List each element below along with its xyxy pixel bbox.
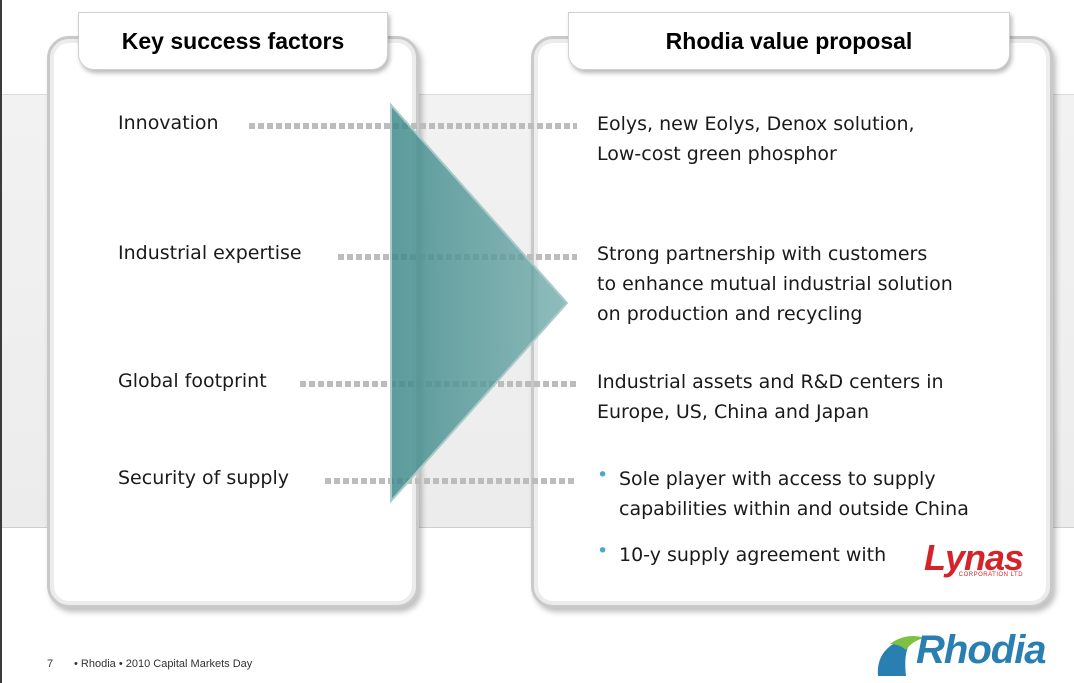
bullet-icon: • (597, 540, 609, 562)
value-line: Strong partnership with customers (597, 243, 928, 265)
bullet-icon: • (597, 464, 609, 486)
factor-industrial-expertise: Industrial expertise (118, 242, 302, 264)
page-number: 7 (47, 658, 54, 670)
lynas-logo-subtitle: CORPORATION LTD (958, 572, 1024, 578)
value-innovation: Eolys, new Eolys, Denox solution, Low-co… (597, 109, 915, 169)
value-line: on production and recycling (597, 303, 863, 325)
value-proposal-panel (531, 36, 1053, 608)
value-line: to enhance mutual industrial solution (597, 273, 953, 295)
value-line: Industrial assets and R&D centers in (597, 371, 944, 393)
value-global-footprint: Industrial assets and R&D centers in Eur… (597, 367, 944, 427)
key-success-factors-panel (47, 36, 419, 608)
value-line: Eolys, new Eolys, Denox solution, (597, 113, 915, 135)
lynas-logo: Lynas CORPORATION LTD (924, 537, 1024, 579)
rhodia-logo: Rhodia (870, 628, 1050, 678)
rhodia-logo-mark-icon (877, 636, 924, 676)
value-proposal-header: Rhodia value proposal (568, 12, 1010, 70)
value-line: Europe, US, China and Japan (597, 401, 870, 423)
value-industrial-expertise: Strong partnership with customers to enh… (597, 239, 953, 329)
rhodia-logo-word: Rhodia (916, 628, 1047, 672)
lynas-logo-word: Lynas (924, 537, 1024, 578)
value-security-bullet-2: 10-y supply agreement with (619, 544, 887, 566)
slide-left-edge (0, 0, 2, 683)
factor-global-footprint: Global footprint (118, 370, 267, 392)
right-arrow-shape (390, 103, 569, 503)
connector-security-of-supply (325, 478, 577, 484)
connector-innovation (249, 123, 577, 129)
key-success-factors-header: Key success factors (78, 12, 388, 70)
factor-security-of-supply: Security of supply (118, 467, 289, 489)
value-line: Sole player with access to supply (619, 468, 936, 490)
value-security-bullet-1: Sole player with access to supply capabi… (619, 464, 969, 524)
factor-innovation: Innovation (118, 112, 219, 134)
value-line: capabilities within and outside China (619, 498, 969, 520)
footer-text: • Rhodia • 2010 Capital Markets Day (74, 658, 253, 670)
value-line: Low-cost green phosphor (597, 143, 837, 165)
